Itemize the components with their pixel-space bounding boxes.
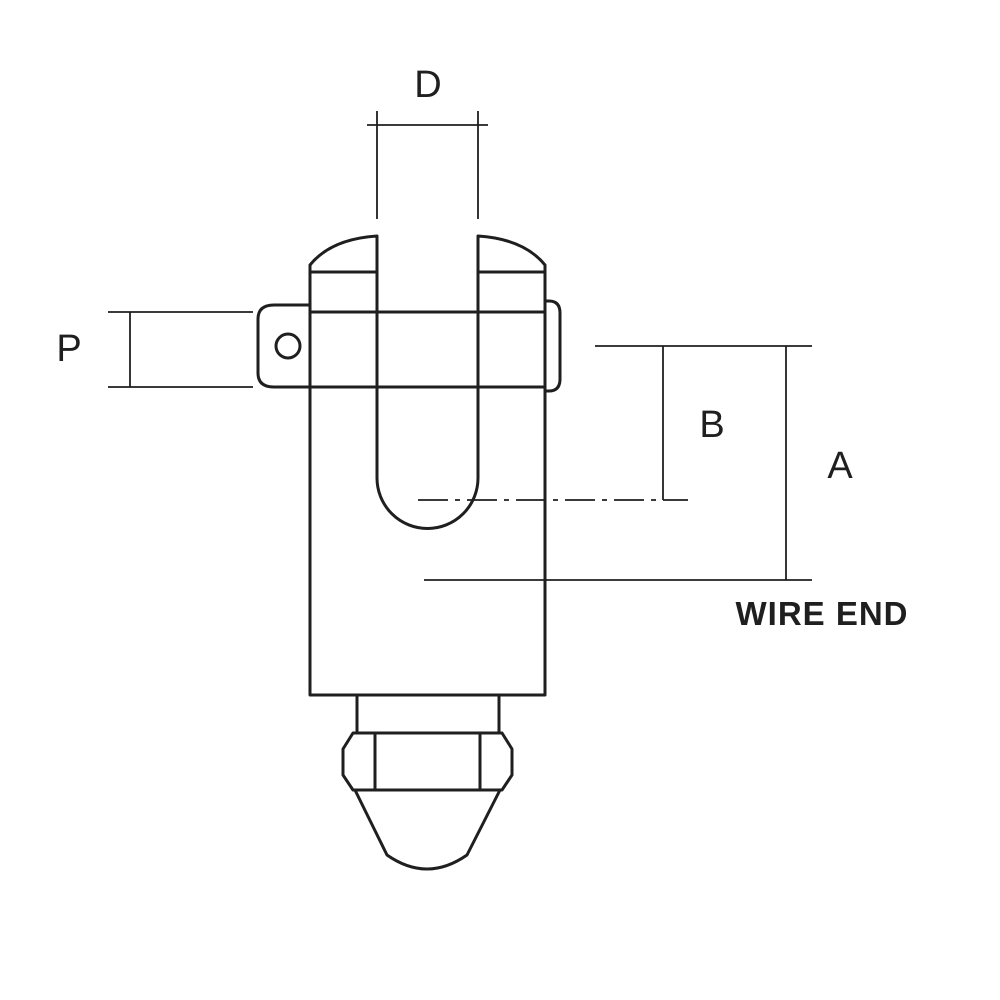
clevis-pin [308, 310, 547, 389]
dimension-labels: D P B A WIRE END [56, 64, 909, 632]
hex-nut-facets [373, 731, 482, 792]
pin-retainer [543, 299, 562, 393]
wire-end-label: WIRE END [736, 595, 909, 632]
dimension-label-d: D [414, 64, 441, 106]
hex-nut [341, 731, 514, 792]
dimension-lines [108, 111, 812, 581]
fork-body [308, 234, 547, 697]
dimension-label-b: B [699, 404, 724, 446]
dim-d-extensions [376, 111, 479, 219]
dimension-label-a: A [827, 445, 853, 487]
pin-head [256, 303, 312, 389]
part-outline [256, 234, 562, 871]
pin-hole [274, 332, 302, 360]
swage-terminal [353, 788, 502, 871]
neck [355, 693, 501, 735]
dim-p-extensions [108, 311, 253, 388]
dimension-label-p: P [56, 328, 81, 370]
